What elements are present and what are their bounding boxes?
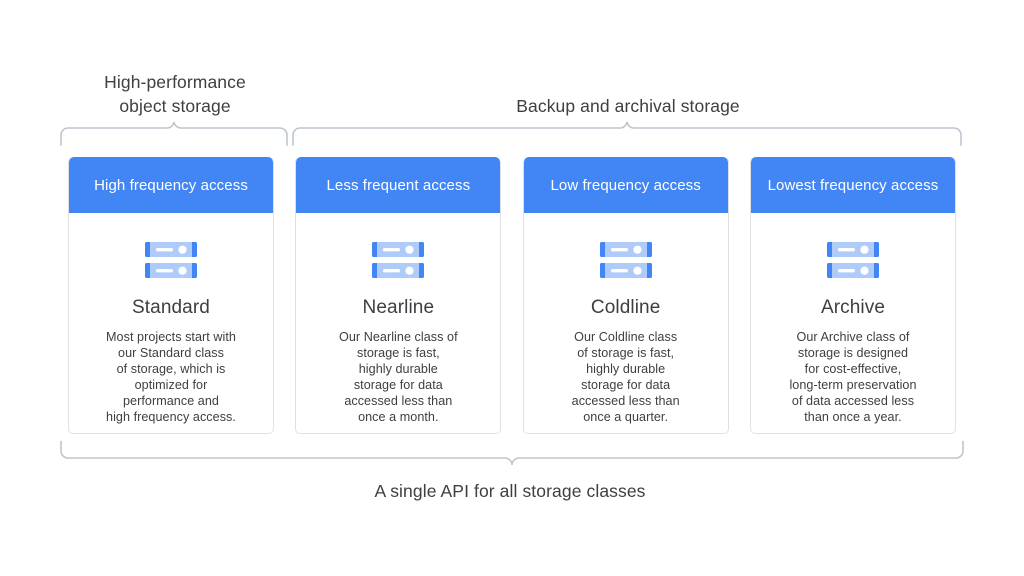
server-rack-icon (370, 239, 426, 281)
group-label-single-api: A single API for all storage classes (374, 481, 646, 501)
card-title-storage-class: Archive (820, 297, 886, 318)
group-label-high-performance: High-performance object storage (104, 72, 246, 116)
card-body: Archive Our Archive class of storage is … (751, 213, 955, 433)
card-title-storage-class: Nearline (362, 297, 435, 318)
card-title-storage-class: Coldline (590, 297, 661, 318)
card-description: Our Archive class of storage is designed… (789, 330, 917, 424)
storage-class-card[interactable]: Low frequency access Coldline Our (522, 157, 729, 434)
group-label-backup-archival: Backup and archival storage (516, 96, 740, 116)
card-body: Coldline Our Coldline class of storage i… (524, 213, 728, 433)
storage-class-card[interactable]: Lowest frequency access Archive O (749, 157, 956, 434)
card-header-access-tier: Less frequent access (296, 157, 501, 213)
card-body: Nearline Our Nearline class of storage i… (296, 213, 500, 433)
card-header-access-tier: Low frequency access (523, 157, 728, 213)
bracket-single-api (60, 441, 964, 467)
server-rack-icon (598, 239, 654, 281)
bracket-high-performance (60, 122, 288, 146)
card-header-access-tier: High frequency access (69, 157, 273, 213)
bracket-backup-archival (292, 122, 962, 146)
card-body: Standard Most projects start with our St… (69, 213, 273, 433)
card-description: Our Coldline class of storage is fast, h… (571, 330, 680, 424)
server-rack-icon (825, 239, 881, 281)
storage-class-card[interactable]: High frequency access Standard Mo (68, 157, 274, 434)
storage-class-card-row: High frequency access Standard Mo (68, 157, 956, 434)
server-rack-icon (143, 239, 199, 281)
card-description: Most projects start with our Standard cl… (106, 330, 236, 424)
card-header-access-tier: Lowest frequency access (750, 157, 955, 213)
card-title-storage-class: Standard (132, 297, 210, 318)
card-description: Our Nearline class of storage is fast, h… (339, 330, 458, 424)
storage-class-card[interactable]: Less frequent access Nearline Our (295, 157, 502, 434)
